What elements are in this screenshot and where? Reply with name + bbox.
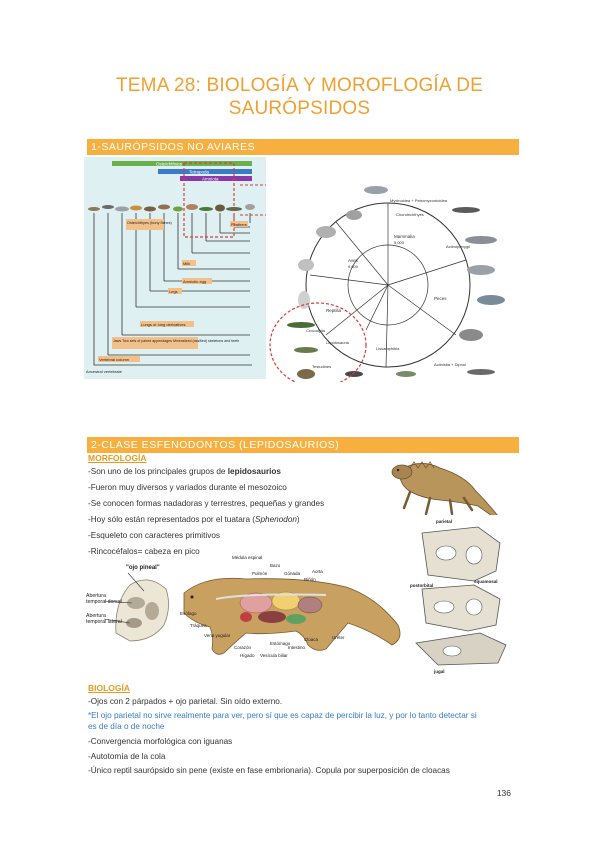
title-line-2: SAURÓPSIDOS	[228, 98, 371, 119]
highlight-box-sauropsids	[183, 162, 235, 238]
anatomy-label-vena: Vena yugular	[204, 633, 231, 638]
anatomy-label-esofago: Esófago	[180, 611, 197, 616]
group-label-tetrapoda: Tetrapoda	[189, 170, 210, 175]
circle-label-testudines: Testudines	[312, 364, 331, 369]
anatomy-label-pulmon: Pulmón	[252, 571, 268, 576]
skull-photo	[86, 563, 174, 649]
morfologia-item-1-text: -Son uno de los principales grupos de	[88, 467, 228, 476]
biologia-heading: BIOLOGÍA	[88, 683, 131, 693]
biologia-item-3: -Autotomía de la cola	[88, 752, 166, 761]
morfologia-item-1: -Son uno de los principales grupos de le…	[88, 467, 281, 476]
circle-label-reptilia: Reptilia	[326, 308, 342, 313]
anatomy-label-traquea: Tráquea	[190, 623, 207, 628]
anatomy-label-aorta: Aorta	[312, 569, 323, 574]
anatomy-label-estomago: Estómago	[270, 641, 291, 646]
trait-jaws: Jaws Two sets of paired appendages Miner…	[113, 339, 239, 343]
page-title: TEMA 28: BIOLOGÍA Y MOROFLOGÍA DE SAURÓP…	[60, 74, 539, 120]
biologia-item-2: -Convergencia morfológica con iguanas	[88, 737, 233, 746]
morfologia-item-2: -Fueron muy diversos y variados durante …	[88, 483, 287, 492]
trait-vertebral-column: Vertebral column	[99, 357, 129, 362]
trait-milk: Milk	[183, 261, 190, 266]
morfologia-item-3: -Se conocen formas nadadoras y terrestre…	[88, 499, 325, 508]
anatomy-label-gonada: Gónada	[284, 571, 301, 576]
circle-label-crocodylia: Crocodylia	[306, 328, 326, 333]
skull-label-pineal: "ojo pineal"	[126, 565, 160, 571]
circle-count-mammalia: 5,000	[394, 240, 405, 245]
anatomy-label-ureter: Uréter	[332, 635, 345, 640]
anatomy-label-rinon: Riñón	[304, 577, 316, 582]
skull-figure: "ojo pineal" Abertura temporal dorsal Ab…	[86, 563, 174, 649]
skull-label-lateral: Abertura temporal lateral	[86, 613, 122, 625]
trait-lungs: Lungs or lung derivatives	[141, 322, 185, 327]
skeleton-label-parietal: parietal	[436, 519, 452, 524]
morfologia-item-4: -Hoy sólo están representados por el tua…	[88, 515, 300, 524]
morfologia-item-6: -Rincocéfalos= cabeza en pico	[88, 547, 200, 556]
anatomy-label-intestino: Intestino	[288, 645, 306, 650]
skeleton-label-jugal: jugal	[433, 669, 445, 674]
trait-ancestral-vertebrate: Ancestral vertebrate	[86, 369, 123, 374]
circle-count-aves: 9,600	[348, 264, 359, 269]
biologia-item-1: -Ojos con 2 párpados + ojo parietal. Sin…	[88, 697, 283, 706]
cladogram-figure: Osteichthyes Tetrapoda Amniota	[84, 157, 266, 379]
group-label-osteichthyes: Osteichthyes	[156, 162, 183, 167]
morfologia-item-4-post: )	[296, 515, 300, 524]
morfologia-item-4-italic: Sphenodon	[255, 515, 297, 524]
circle-label-aves: Aves	[348, 258, 359, 263]
circle-label-peces: Peces	[434, 296, 447, 301]
anatomy-label-vesicula: Vesícula biliar	[260, 653, 288, 658]
circle-label-lepidosauria: Lepidosauria	[326, 340, 350, 345]
anatomy-label-higado: Hígado	[240, 653, 255, 658]
skull-diagrams: parietal postorbital squamosal jugal	[408, 515, 514, 675]
section-2-heading: 2-CLASE ESFENODONTOS (LEPIDOSAURIOS)	[87, 437, 519, 453]
biologia-note-line-2: es de día o de noche	[88, 722, 165, 731]
anatomy-label-cloaca: Cloaca	[304, 637, 319, 642]
anatomy-label-bazo: Bazo	[270, 563, 281, 568]
circle-label-actinopterygii: Actinopterygii	[446, 244, 470, 249]
trait-legs: Legs	[169, 289, 178, 294]
circle-label-mammalia: Mammalia	[394, 234, 415, 239]
circle-label-myxinoidea: Myxinoidea + Petromyzontoidea	[390, 198, 448, 203]
circle-label-actinistia: Actinistia + Dipnoi	[434, 362, 466, 367]
anatomy-label-corazon: Corazón	[234, 645, 252, 650]
biologia-note-line-1: *El ojo parietal no sirve realmente para…	[88, 711, 477, 720]
morfologia-item-4-text: -Hoy sólo están representados por el tua…	[88, 515, 256, 524]
morfologia-item-5: -Esqueleto con caracteres primitivos	[88, 531, 220, 540]
anatomy-label-medula: Médula espinal	[232, 555, 262, 560]
page-number: 136	[496, 788, 511, 798]
circle-label-lissamphibia: Lissamphibia	[376, 346, 400, 351]
biologia-item-4: -Único reptil saurópsido sin pene (exist…	[88, 766, 450, 775]
group-label-amniota: Amniota	[202, 177, 219, 182]
trait-osteichthyes: Osteichthyes (bony fishes)	[127, 221, 172, 225]
morfologia-heading: MORFOLOGÍA	[88, 453, 147, 463]
highlight-circle-reptiles	[269, 302, 367, 382]
skull-label-dorsal: Abertura temporal dorsal	[86, 593, 122, 605]
circle-animals	[287, 186, 505, 379]
trait-feathers: Feathers	[231, 222, 247, 227]
skeleton-label-postorbital: postorbital	[410, 583, 433, 588]
anatomy-figure: Médula espinal Bazo Pulmón Gónada Aorta …	[180, 555, 401, 658]
section-1-heading: 1-SAURÓPSIDOS NO AVIARES	[87, 139, 519, 155]
skeleton-label-squamosal: squamosal	[474, 579, 498, 584]
circle-label-chondrichthyes: Chondrichthyes	[396, 212, 424, 217]
title-line-1: TEMA 28: BIOLOGÍA Y MOROFLOGÍA DE	[115, 75, 483, 96]
trait-amniotic-egg: Amniotic egg	[183, 279, 206, 284]
morfologia-item-1-bold: lepidosaurios	[227, 467, 281, 476]
circular-phylogeny-figure: Mammalia 5,000 Aves 9,600 Peces Reptilia…	[266, 160, 518, 382]
